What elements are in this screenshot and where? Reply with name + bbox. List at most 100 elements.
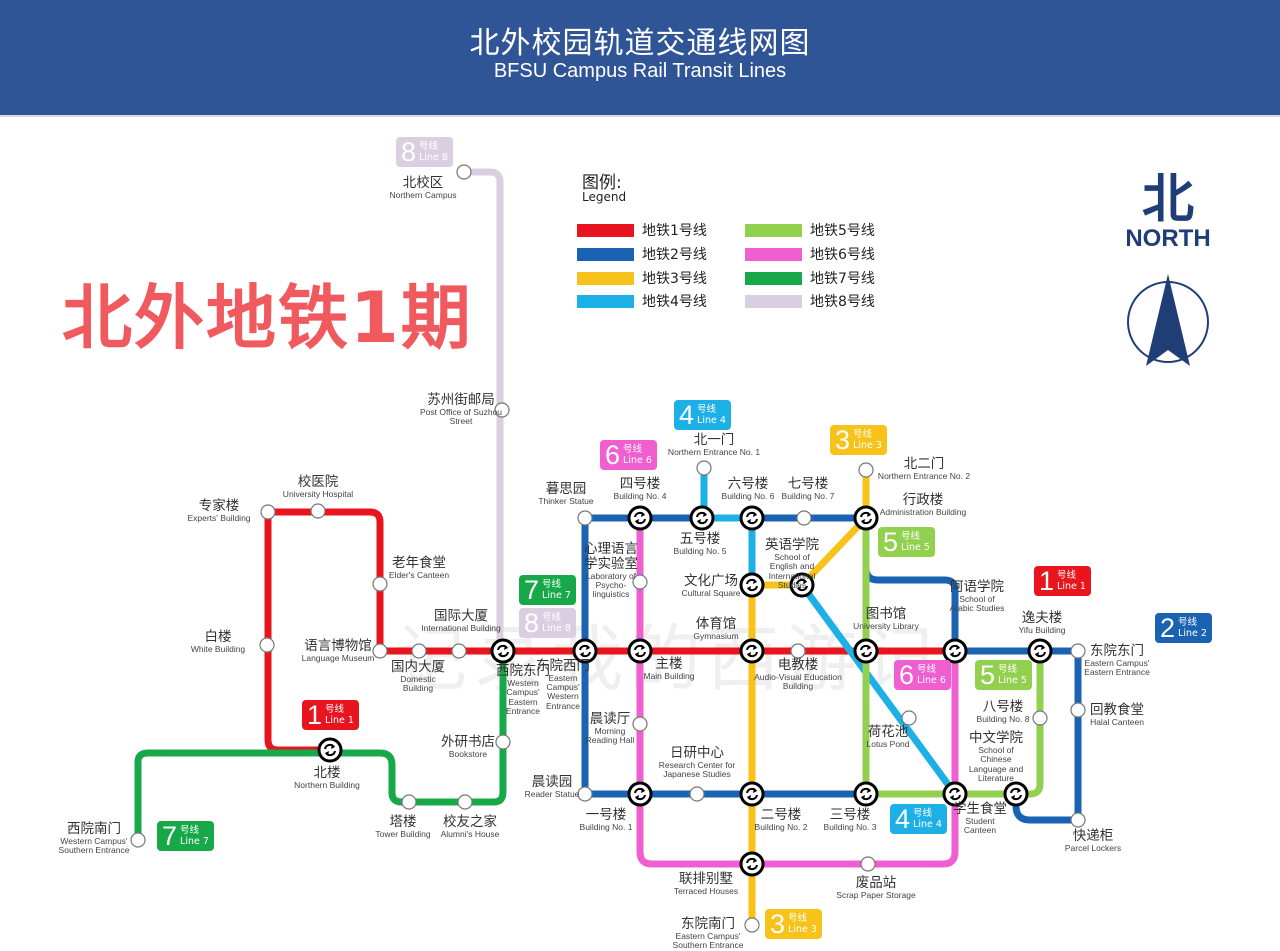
- station-stop[interactable]: [1070, 643, 1086, 659]
- interchange-icon[interactable]: [739, 505, 765, 531]
- interchange-icon[interactable]: [572, 638, 598, 664]
- interchange-icon[interactable]: [789, 572, 815, 598]
- interchange-icon[interactable]: [942, 781, 968, 807]
- station-stop[interactable]: [901, 710, 917, 726]
- interchange-icon[interactable]: [627, 638, 653, 664]
- station-stop[interactable]: [401, 794, 417, 810]
- station-stop[interactable]: [456, 164, 472, 180]
- station-stop[interactable]: [860, 856, 876, 872]
- interchange-icon[interactable]: [689, 505, 715, 531]
- interchange-icon[interactable]: [739, 781, 765, 807]
- station-stop[interactable]: [744, 917, 760, 933]
- station-stop[interactable]: [372, 576, 388, 592]
- interchange-icon[interactable]: [853, 505, 879, 531]
- interchange-icon[interactable]: [739, 572, 765, 598]
- interchange-icon[interactable]: [942, 638, 968, 664]
- station-stop[interactable]: [451, 643, 467, 659]
- station-stop[interactable]: [310, 503, 326, 519]
- station-stop[interactable]: [790, 643, 806, 659]
- station-stop[interactable]: [1070, 702, 1086, 718]
- station-stop[interactable]: [259, 637, 275, 653]
- station-stop[interactable]: [796, 510, 812, 526]
- badge-zh: 号线: [1057, 570, 1077, 581]
- interchange-icon[interactable]: [1027, 638, 1053, 664]
- station-stop[interactable]: [689, 786, 705, 802]
- station-stop[interactable]: [1032, 710, 1048, 726]
- station-stop[interactable]: [495, 734, 511, 750]
- station-stop[interactable]: [1070, 812, 1086, 828]
- station-stop[interactable]: [577, 786, 593, 802]
- station-stop[interactable]: [696, 460, 712, 476]
- interchange-icon[interactable]: [317, 737, 343, 763]
- interchange-icon[interactable]: [1003, 781, 1029, 807]
- interchange-icon[interactable]: [627, 505, 653, 531]
- station-stop[interactable]: [858, 462, 874, 478]
- station-stop[interactable]: [411, 643, 427, 659]
- interchange-icon[interactable]: [490, 638, 516, 664]
- station-stop[interactable]: [130, 832, 146, 848]
- station-stop[interactable]: [494, 402, 510, 418]
- interchange-icon[interactable]: [853, 781, 879, 807]
- station-stop[interactable]: [457, 794, 473, 810]
- station-stop[interactable]: [372, 643, 388, 659]
- station-stop[interactable]: [260, 504, 276, 520]
- station-stop[interactable]: [577, 510, 593, 526]
- station-stop[interactable]: [632, 574, 648, 590]
- interchange-icon[interactable]: [627, 781, 653, 807]
- interchange-icon[interactable]: [739, 638, 765, 664]
- interchange-icon[interactable]: [739, 851, 765, 877]
- station-stop[interactable]: [632, 716, 648, 732]
- station-name-en: Bookstore: [448, 748, 488, 759]
- interchange-icon[interactable]: [853, 638, 879, 664]
